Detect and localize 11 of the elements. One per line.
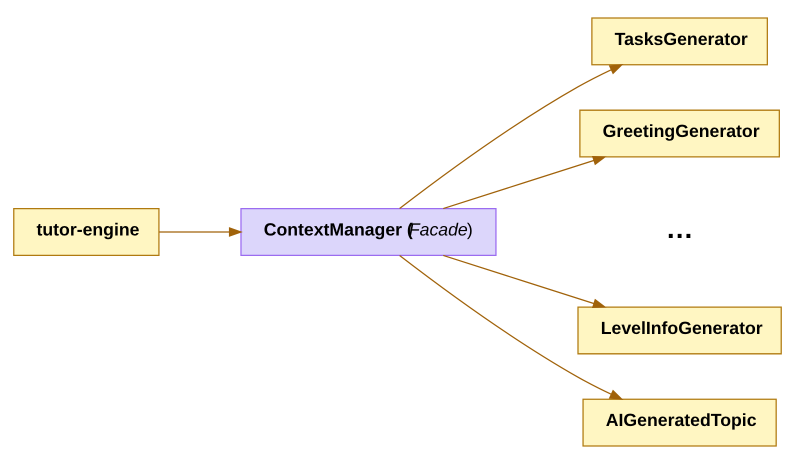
arrow [399,254,624,400]
node-box: TasksGenerator [591,16,768,65]
node-box: GreetingGenerator [579,109,780,158]
node-box: LevelInfoGenerator [577,306,782,354]
node-box: tutor-engine [13,208,160,256]
arrow [159,226,243,236]
node-box: AIGeneratedTopic [582,398,777,446]
arrow [399,64,624,209]
arrow [443,254,607,308]
arrow [443,156,607,209]
label: … [666,212,694,244]
